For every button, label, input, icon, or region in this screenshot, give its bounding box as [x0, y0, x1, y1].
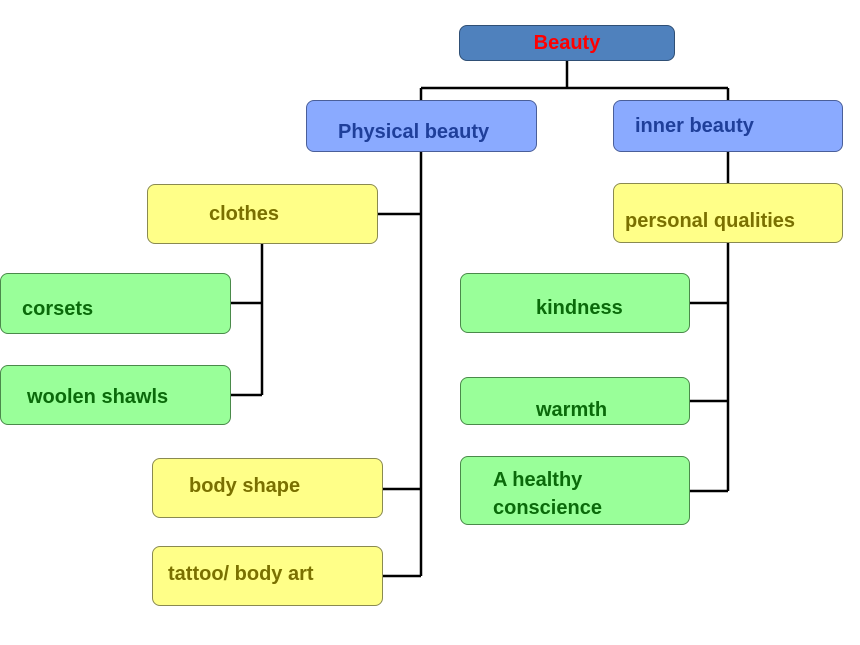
node-physical-beauty-label: Physical beauty [338, 121, 490, 143]
node-body-shape: body shape [152, 458, 383, 518]
node-tattoo-body-art-label: tattoo/ body art [168, 563, 314, 585]
node-corsets-label: corsets [22, 298, 94, 320]
node-warmth: warmth [460, 377, 690, 425]
node-healthy-conscience-label: A healthy conscience [493, 469, 602, 519]
node-body-shape-label: body shape [189, 475, 301, 497]
node-clothes-label: clothes [209, 203, 280, 225]
node-physical-beauty: Physical beauty [306, 100, 537, 152]
node-warmth-label: warmth [536, 399, 608, 421]
node-kindness-label: kindness [536, 297, 623, 319]
node-healthy-conscience: A healthy conscience [460, 456, 690, 525]
node-corsets: corsets [0, 273, 231, 334]
node-clothes: clothes [147, 184, 378, 244]
node-kindness: kindness [460, 273, 690, 333]
node-inner-beauty-label: inner beauty [635, 115, 754, 137]
node-personal-qualities-label: personal qualities [625, 210, 796, 232]
node-tattoo-body-art: tattoo/ body art [152, 546, 383, 606]
node-woolen-shawls-label: woolen shawls [27, 386, 169, 408]
node-woolen-shawls: woolen shawls [0, 365, 231, 425]
node-beauty: Beauty [459, 25, 675, 61]
node-personal-qualities: personal qualities [613, 183, 843, 243]
node-beauty-label: Beauty [533, 31, 601, 54]
node-inner-beauty: inner beauty [613, 100, 843, 152]
